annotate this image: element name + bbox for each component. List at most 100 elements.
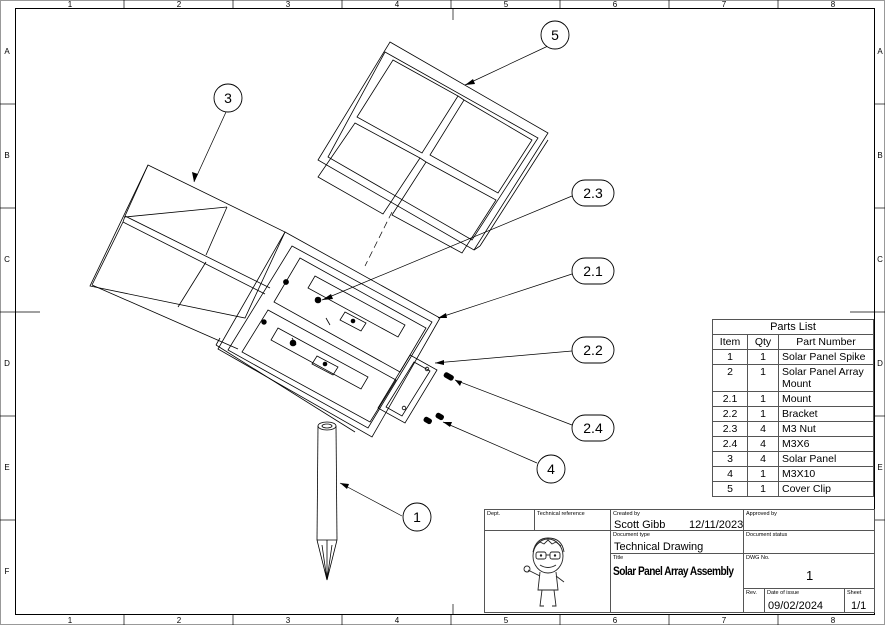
parts-list-header-row: Item Qty Part Number xyxy=(712,334,874,350)
item-cell: 2.3 xyxy=(712,421,748,437)
row-label: E xyxy=(877,463,882,472)
dwg-label: DWG No. xyxy=(746,555,770,561)
col-label: 6 xyxy=(613,616,618,625)
item-cell: 3 xyxy=(712,451,748,467)
bracket-part xyxy=(377,354,438,424)
mount-part xyxy=(217,231,441,438)
callout-2-2: 2.2 xyxy=(571,336,615,364)
part-number-cell: Bracket xyxy=(778,406,874,422)
rev-cell: Rev. xyxy=(743,588,765,613)
sheet-cell: Sheet 1/1 xyxy=(844,588,875,613)
callout-label: 2.1 xyxy=(583,263,603,279)
doc-type-value: Technical Drawing xyxy=(614,541,704,553)
row-label: E xyxy=(4,463,9,472)
item-cell: 2.2 xyxy=(712,406,748,422)
row-label: D xyxy=(4,359,10,368)
col-label: 5 xyxy=(504,616,509,625)
drawing-title: Solar Panel Array Assembly xyxy=(613,566,734,578)
title-label: Title xyxy=(613,555,624,561)
techref-label: Technical reference xyxy=(537,511,585,517)
row-label: B xyxy=(4,151,9,160)
callout-label: 2.3 xyxy=(583,185,603,201)
col-label: 2 xyxy=(177,616,182,625)
screw-parts xyxy=(423,372,454,425)
row-label: B xyxy=(877,151,882,160)
col-label: 1 xyxy=(68,0,73,9)
date-cell: Date of issue 09/02/2024 xyxy=(764,588,845,613)
mount-holes xyxy=(261,279,356,367)
col-label: 6 xyxy=(613,0,618,9)
logo-cell xyxy=(484,530,611,613)
approved-by-label: Approved by xyxy=(746,511,777,517)
doc-type-cell: Document type Technical Drawing xyxy=(610,530,744,554)
date-label: Date of issue xyxy=(767,590,800,596)
callout-2-3: 2.3 xyxy=(571,179,615,207)
part-number-cell: Cover Clip xyxy=(778,481,874,497)
col-label: 7 xyxy=(722,616,727,625)
title-block: Dept. Technical reference Created by Sco… xyxy=(484,509,875,613)
row-label: F xyxy=(5,567,10,576)
leader-lines xyxy=(193,45,573,517)
qty-cell: 1 xyxy=(747,466,779,482)
zone-labels: 1 2 3 4 5 6 7 8 1 2 3 4 5 6 7 8 A B C D … xyxy=(4,0,883,625)
callout-label: 2.4 xyxy=(583,420,603,436)
callout-5: 5 xyxy=(540,20,570,50)
date-value: 09/02/2024 xyxy=(768,600,824,612)
callout-label: 2.2 xyxy=(583,342,603,358)
parts-list-title: Parts List xyxy=(712,319,874,335)
title-cell: Title Solar Panel Array Assembly xyxy=(610,553,744,613)
qty-cell: 4 xyxy=(747,436,779,452)
qty-cell: 4 xyxy=(747,421,779,437)
approved-by-cell: Approved by xyxy=(743,509,875,531)
spike-part xyxy=(316,421,338,581)
col-label: 2 xyxy=(177,0,182,9)
row-label: A xyxy=(877,47,883,56)
qty-cell: 1 xyxy=(747,391,779,407)
qty-cell: 1 xyxy=(747,364,779,392)
item-cell: 1 xyxy=(712,349,748,365)
item-cell: 2.1 xyxy=(712,391,748,407)
inner-frame xyxy=(15,8,875,615)
part-number-cell: Mount xyxy=(778,391,874,407)
col-label: 7 xyxy=(722,0,727,9)
callout-2-1: 2.1 xyxy=(571,257,615,285)
created-by-label: Created by xyxy=(613,511,640,517)
col-label: 1 xyxy=(68,616,73,625)
col-label: 4 xyxy=(395,0,400,9)
col-label: 3 xyxy=(286,616,291,625)
part-number-cell: Solar Panel Array Mount xyxy=(778,364,874,392)
column-header: Item xyxy=(712,334,748,350)
techref-cell: Technical reference xyxy=(534,509,611,531)
qty-cell: 4 xyxy=(747,451,779,467)
dept-label: Dept. xyxy=(487,511,501,517)
row-label: A xyxy=(4,47,10,56)
column-header: Qty xyxy=(747,334,779,350)
column-header: Part Number xyxy=(778,334,874,350)
dept-cell: Dept. xyxy=(484,509,535,531)
part-number-cell: M3 Nut xyxy=(778,421,874,437)
sheet-label: Sheet xyxy=(847,590,862,596)
callout-label: 3 xyxy=(224,90,232,106)
row-label: C xyxy=(877,255,883,264)
qty-cell: 1 xyxy=(747,349,779,365)
row-label: D xyxy=(877,359,883,368)
created-date-value: 12/11/2023 xyxy=(689,519,744,531)
solar-panel-part xyxy=(89,164,356,433)
created-by-cell: Created by Scott Gibb 12/11/2023 xyxy=(610,509,744,531)
callout-4: 4 xyxy=(536,454,566,484)
doc-status-cell: Document status xyxy=(743,530,875,554)
item-cell: 4 xyxy=(712,466,748,482)
item-cell: 2.4 xyxy=(712,436,748,452)
part-number-cell: Solar Panel xyxy=(778,451,874,467)
